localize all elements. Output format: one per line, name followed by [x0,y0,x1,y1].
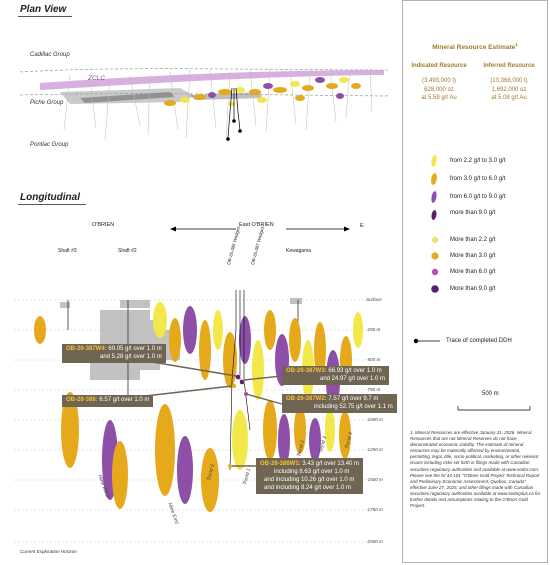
footnote: 1. Mineral Resources are effective Janua… [410,430,541,509]
stripe-swatch-9-plus [431,210,437,220]
longitudinal-section [14,290,366,543]
callout-result: 6.57 g/t over 1.0 m [97,397,150,403]
plan-lenses [164,77,361,106]
plan-view-title: Plan View [18,4,73,17]
group-boundary-line [19,68,391,73]
stripe-swatch-6-9 [431,191,437,203]
ddh-legend-label: Trace of completed DDH [446,338,512,344]
ddh-legend-symbol [413,338,440,344]
depth-label: -250 m [366,327,381,332]
plan-ddh-traces [227,87,241,139]
inferred-grade: at 5.08 g/t Au [491,95,527,101]
dot-legend-label: More than 6.0 g/t [450,269,496,275]
depth-label: -1250 m [366,447,383,452]
longitudinal-title: Longitudinal [18,192,86,205]
callout-result: 66.93 g/t over 1.0 m [326,368,382,374]
group-label-piche: Piche Group [30,100,64,106]
dot-swatch-2 [432,237,438,243]
indicated-oz: 628,000 oz [424,86,454,93]
callout-ob-26-387w3: OB-26-387W3: 66.93 g/t over 1.0 m and 24… [282,366,390,385]
callout-result: including 8.63 g/t over 1.0 m [274,469,350,475]
group-label-cadillac: Cadillac Group [30,52,70,58]
stripe-swatch-3-6 [431,173,437,185]
depth-label: -1750 m [366,507,383,512]
indicated-tonnes: (3,493,000 t) [421,78,457,84]
callout-ob-26-386w1: OB-26-386W1: 3.43 g/t over 13.40 m inclu… [256,458,364,494]
stripe-swatch-2-3 [431,155,437,167]
inferred-oz: 1,692,000 oz [491,86,527,93]
plan-view-map [19,67,391,141]
inferred-head: Inferred Resource [483,63,535,69]
indicated-head: Indicated Resource [411,63,467,69]
callout-hole-id: OB-26-386W1: [260,461,301,467]
dot-swatch-9 [430,284,440,294]
indicated-values: (3,493,000 t) 628,000 oz at 5.59 g/t Au [406,77,472,103]
ddh-collar [226,137,230,141]
mre-title-text: Mineral Resource Estimate [432,44,516,52]
depth-label: -750 m [366,387,381,392]
callout-result: and including 8.24 g/t over 1.0 m [264,485,352,491]
callout-result: and 24.97 g/t over 1.0 m [320,375,386,382]
kewagama-label: Kewagama [286,248,312,254]
callout-result: 3.43 g/t over 13.40 m [300,461,360,467]
callout-ob-26-386: OB-26-386: 6.57 g/t over 1.0 m [62,395,154,407]
dot-swatch-6 [431,268,439,277]
shaft2-label: Shaft #2 [118,248,137,254]
callout-result: and including 10.26 g/t over 1.0 m [264,477,355,483]
callout-hole-id: OB-26-387W4: [66,346,107,352]
obrien-label: O'BRIEN [92,222,115,228]
assay-dot [232,384,236,388]
ddh-collar [232,119,236,123]
callout-result: and 5.28 g/t over 1.0 m [100,353,162,360]
ddh-collar [238,129,242,133]
east-marker: E [360,223,364,229]
indicated-grade: at 5.59 g/t Au [421,95,457,101]
east-obrien-label: East O'BRIEN [239,222,274,228]
dot-legend-label: More than 3.0 g/t [450,253,496,259]
east-obrien-arrow [170,224,350,234]
fault-label: ZCLC [88,75,105,82]
callout-ob-26-387w4: OB-26-387W4: 69.05 g/t over 1.0 m and 5.… [62,344,166,363]
drill-traces [63,67,373,141]
section-lenses [34,302,363,512]
scale-bar-label: 500 m [482,391,499,397]
depth-label: -2000 m [366,539,383,544]
callout-result: including 52.75 g/t over 1.1 m [314,403,393,410]
shaft3-label: Shaft #3 [58,248,77,254]
callout-hole-id: OB-26-387W2: [286,396,327,402]
underground-workings [60,88,262,104]
group-boundary-line [19,93,391,97]
assay-dot [235,374,241,380]
scale-bar [457,406,531,411]
depth-label: -1000 m [366,417,383,422]
legend-panel [402,0,548,563]
depth-label: -1500 m [366,477,383,482]
assay-dot [228,464,232,468]
callout-result: 69.05 g/t over 1.0 m [106,346,162,352]
callout-hole-id: OB-26-386: [66,397,98,403]
group-label-pontiac: Pontiac Group [30,142,69,148]
callout-ob-26-387w2: OB-26-387W2: 7.57 g/t over 9.7 m includi… [282,394,397,413]
dot-legend-swatches [430,237,440,294]
stripe-legend-label: from 2.2 g/t to 3.0 g/t [450,158,506,164]
stripe-legend-label: more than 9.0 g/t [450,210,496,216]
fault-zone [40,70,384,90]
inferred-values: (10,368,000 t) 1,692,000 oz at 5.08 g/t … [476,77,542,103]
dot-legend-label: More than 9.0 g/t [450,286,496,292]
stripe-legend-label: from 6.0 g/t to 9.0 g/t [450,194,506,200]
exploration-horizon-label: Current Exploration Horizon [20,549,77,554]
inferred-tonnes: (10,368,000 t) [490,78,528,84]
stripe-legend-swatches [431,155,437,220]
dot-swatch-3 [431,252,439,260]
mre-title: Mineral Resource Estimate1 [402,42,548,51]
stripe-legend-label: from 3.0 g/t to 6.0 g/t [450,176,506,182]
callout-result: 7.57 g/t over 9.7 m [326,396,379,402]
depth-label: -500 m [366,357,381,362]
mre-footnote-mark: 1 [515,42,518,47]
callout-hole-id: OB-26-387W3: [286,368,327,374]
surface-label: Surface [366,297,382,302]
dot-legend-label: More than 2.2 g/t [450,237,496,243]
assay-dot [239,379,245,385]
